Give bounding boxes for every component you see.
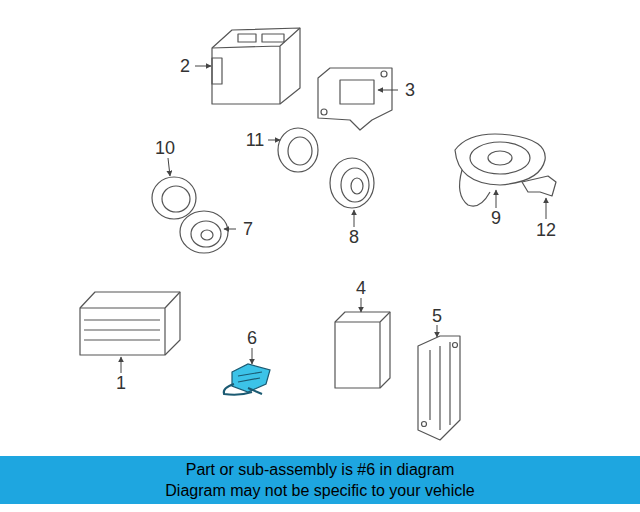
oval-speaker [455,134,545,185]
speaker-ring [278,128,318,172]
speaker [180,211,228,253]
callout-number: 10 [155,139,175,157]
info-banner: Part or sub-assembly is #6 in diagramDia… [0,456,640,504]
banner-text: Part or sub-assembly is #6 in diagram [186,459,455,480]
module [335,312,390,388]
callout-number: 9 [491,209,501,227]
callout-number: 12 [536,221,556,239]
highlighted-part [224,364,270,395]
callout-number: 6 [247,329,257,347]
bracket [418,336,460,440]
module-box [80,292,180,355]
mounting-bracket [318,68,392,130]
callout-number: 8 [349,228,359,246]
clip [522,176,556,196]
banner-text: Diagram may not be specific to your vehi… [165,480,474,501]
callout-number: 2 [180,57,190,75]
callout-number: 11 [246,131,265,149]
callout-number: 3 [405,81,415,99]
speaker-ring [152,177,196,219]
speaker [330,158,374,208]
callout-number: 7 [243,220,253,238]
callout-number: 1 [116,374,126,392]
leader-lines [121,66,546,373]
callout-number: 4 [356,279,366,297]
callout-number: 5 [432,307,442,325]
control-module [212,28,300,104]
